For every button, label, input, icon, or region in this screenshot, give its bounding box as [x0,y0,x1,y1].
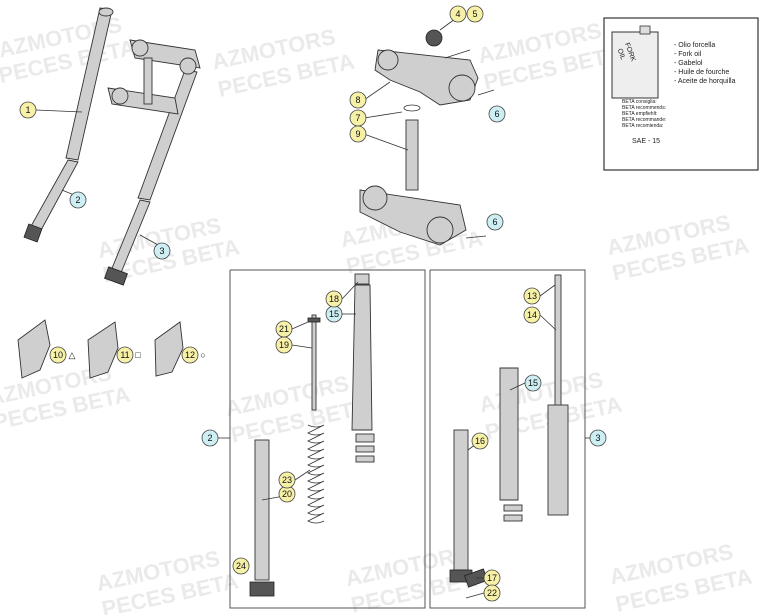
callout-23: 23 [278,471,296,489]
svg-text:9: 9 [355,129,360,139]
svg-text:13: 13 [527,291,537,301]
callout-4: 4 [449,5,467,23]
oil-line-4: - Huile de fourche [674,69,729,76]
svg-text:6: 6 [492,217,497,227]
callout-1: 1 [19,101,37,119]
svg-text:7: 7 [355,113,360,123]
oil-grade: SAE - 15 [632,138,660,145]
svg-text:1: 1 [25,105,30,115]
callout-10: 10 [49,346,67,364]
callout-22: 22 [483,584,501,602]
callout-2-panel: 2 [201,429,219,447]
fork-leg-right-assembly [104,39,201,286]
callout-12: 12 [181,346,199,364]
beta-line-4: BETA recommande: [622,117,666,123]
svg-text:14: 14 [527,310,537,320]
svg-text:15: 15 [329,309,339,319]
left-leg-frame [229,269,426,609]
oil-can [611,31,659,99]
callout-9: 9 [349,125,367,143]
svg-text:24: 24 [236,561,246,571]
circle-symbol: ○ [200,350,205,360]
fork-leg-left-assembly [23,7,114,243]
svg-text:12: 12 [185,350,195,360]
oil-line-2: - Fork oil [674,51,702,58]
svg-text:10: 10 [53,350,63,360]
svg-text:23: 23 [282,475,292,485]
svg-text:6: 6 [494,109,499,119]
svg-text:15: 15 [528,378,538,388]
svg-text:2: 2 [75,195,80,205]
svg-text:11: 11 [120,350,129,360]
callout-21: 21 [275,320,293,338]
right-leg-parts [449,274,569,588]
callout-24: 24 [232,557,250,575]
beta-line-5: BETA recomienda: [622,123,663,129]
square-symbol: □ [135,350,141,360]
callout-3: 3 [153,242,171,260]
oil-can-label-2: OIL [616,48,626,61]
svg-text:8: 8 [355,95,360,105]
callout-3-panel: 3 [589,429,607,447]
beta-line-2: BETA recommends: [622,105,666,111]
svg-text:4: 4 [455,9,460,19]
oil-line-1: - Olio forcella [674,42,715,49]
callout-19: 19 [275,336,293,354]
oil-line-3: - Gabelol [674,60,703,67]
beta-line-1: BETA consiglia: [622,99,657,105]
top-triple-clamp [374,29,495,112]
svg-text:19: 19 [279,340,289,350]
callout-6-bottom: 6 [486,213,504,231]
callout-16: 16 [471,432,489,450]
leader-lines [35,15,596,599]
callouts: 1 2 3 4 5 6 6 7 8 9 10 △ 11 □ 12 ○ 13 14… [19,5,607,602]
callout-15-right: 15 [524,374,542,392]
callout-14: 14 [523,306,541,324]
oil-line-5: - Aceite de horquilla [674,78,736,85]
oil-info-box: FORK OIL - Olio forcella - Fork oil - Ga… [603,17,759,171]
right-leg-frame [429,269,586,609]
svg-text:17: 17 [487,573,497,583]
svg-text:20: 20 [282,489,292,499]
svg-text:5: 5 [472,9,477,19]
svg-text:22: 22 [487,588,497,598]
triangle-symbol: △ [69,350,76,360]
callout-11: 11 [116,346,134,364]
callout-2: 2 [69,191,87,209]
callout-13: 13 [523,287,541,305]
left-leg-parts [249,273,375,597]
svg-text:3: 3 [159,246,164,256]
svg-text:16: 16 [475,436,485,446]
callout-7: 7 [349,109,367,127]
callout-5: 5 [466,5,484,23]
callout-18: 18 [325,290,343,308]
beta-line-3: BETA empfiehlt: [622,111,657,117]
svg-text:18: 18 [329,294,339,304]
callout-15-left: 15 [325,305,343,323]
callout-8: 8 [349,91,367,109]
fork-guards [17,319,184,379]
svg-text:2: 2 [207,433,212,443]
callout-17: 17 [483,569,501,587]
steering-stem [359,119,487,246]
callout-6-top: 6 [488,105,506,123]
svg-text:3: 3 [595,433,600,443]
svg-text:21: 21 [279,324,289,334]
